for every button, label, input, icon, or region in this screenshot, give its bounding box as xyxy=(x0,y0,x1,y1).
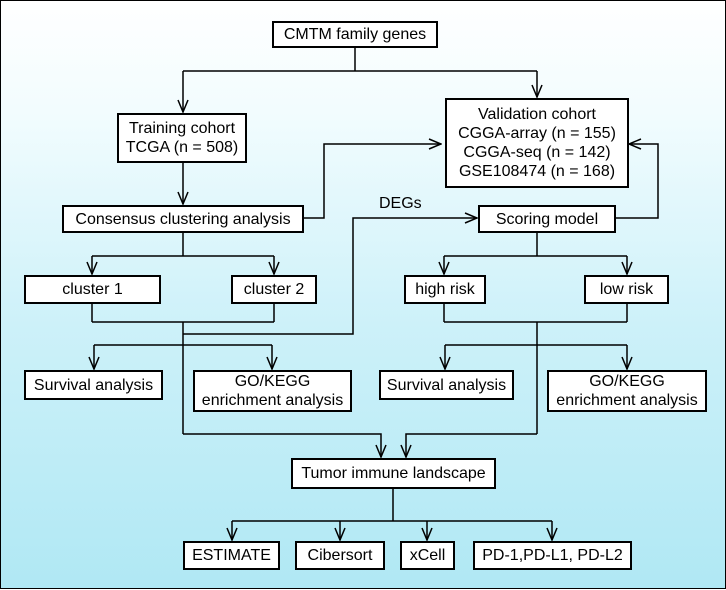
root-label: CMTM family genes xyxy=(283,26,427,43)
training-cohort-node: Training cohort TCGA (n = 508) xyxy=(117,113,247,163)
low-risk-label: low risk xyxy=(599,281,654,298)
cibersort-node: Cibersort xyxy=(295,541,385,570)
cibersort-label: Cibersort xyxy=(307,547,373,564)
arrow-consensus-to-validation xyxy=(303,144,441,219)
degs-route xyxy=(183,218,477,335)
degs-label: DEGs xyxy=(379,195,422,212)
survival-right-node: Survival analysis xyxy=(379,370,514,400)
validation-title: Validation cohort xyxy=(478,106,596,123)
pd-node: PD-1,PD-L1, PD-L2 xyxy=(473,541,632,570)
tumor-label: Tumor immune landscape xyxy=(301,465,486,482)
validation-cohort-node: Validation cohort CGGA-array (n = 155) C… xyxy=(445,98,629,188)
gokegg-right-sub: enrichment analysis xyxy=(556,392,698,409)
xcell-label: xCell xyxy=(409,547,446,564)
cluster1-label: cluster 1 xyxy=(62,281,123,298)
consensus-clustering-node: Consensus clustering analysis xyxy=(62,205,304,233)
training-detail: TCGA (n = 508) xyxy=(125,139,239,156)
cluster1-node: cluster 1 xyxy=(24,275,161,304)
consensus-label: Consensus clustering analysis xyxy=(75,210,291,228)
cluster2-label: cluster 2 xyxy=(243,281,305,298)
scoring-label: Scoring model xyxy=(495,210,599,228)
estimate-label: ESTIMATE xyxy=(192,547,271,564)
arrow-left-to-tumor xyxy=(183,433,381,457)
survival-left-label: Survival analysis xyxy=(33,376,154,394)
root-node: CMTM family genes xyxy=(272,21,438,48)
survival-right-label: Survival analysis xyxy=(386,376,507,394)
low-risk-node: low risk xyxy=(584,275,669,304)
xcell-node: xCell xyxy=(400,541,455,570)
validation-gse: GSE108474 (n = 168) xyxy=(458,163,616,180)
gokegg-left-sub: enrichment analysis xyxy=(201,392,344,409)
gokegg-right-node: GO/KEGG enrichment analysis xyxy=(547,370,707,412)
gokegg-right-title: GO/KEGG xyxy=(589,373,665,390)
training-title: Training cohort xyxy=(128,120,236,137)
gokegg-left-title: GO/KEGG xyxy=(234,373,311,390)
validation-cgga-array: CGGA-array (n = 155) xyxy=(458,125,616,142)
arrow-scoring-to-validation xyxy=(615,144,659,219)
arrow-right-to-tumor xyxy=(406,433,537,457)
estimate-node: ESTIMATE xyxy=(183,541,280,570)
survival-left-node: Survival analysis xyxy=(24,370,163,400)
validation-cgga-seq: CGGA-seq (n = 142) xyxy=(463,144,611,161)
pd-label: PD-1,PD-L1, PD-L2 xyxy=(482,547,623,564)
high-risk-node: high risk xyxy=(404,275,486,304)
gokegg-left-node: GO/KEGG enrichment analysis xyxy=(193,370,352,412)
tumor-immune-node: Tumor immune landscape xyxy=(291,458,496,489)
high-risk-label: high risk xyxy=(415,281,475,298)
cluster2-node: cluster 2 xyxy=(231,275,317,304)
scoring-model-node: Scoring model xyxy=(478,205,616,233)
